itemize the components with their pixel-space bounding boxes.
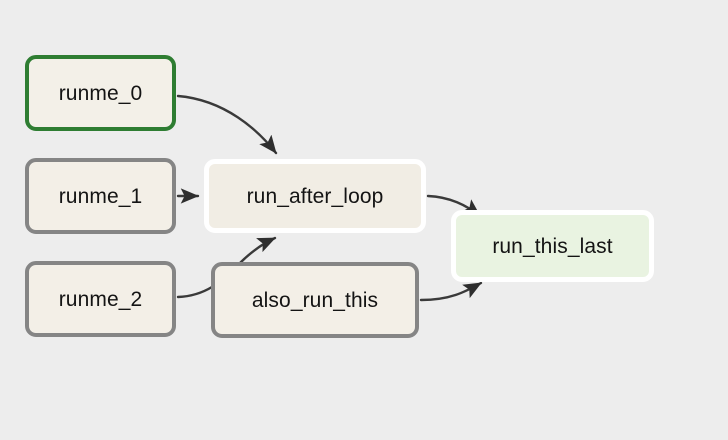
node-label-run_this_last: run_this_last (492, 234, 613, 258)
node-also_run_this[interactable]: also_run_this (211, 262, 419, 338)
node-runme_0[interactable]: runme_0 (25, 55, 176, 131)
edge-runme0-runafterloop (176, 94, 278, 155)
node-run_this_last[interactable]: run_this_last (451, 210, 654, 282)
node-label-also_run_this: also_run_this (251, 288, 379, 312)
node-run_after_loop[interactable]: run_after_loop (204, 159, 426, 233)
node-label-runme_2: runme_2 (58, 287, 143, 311)
node-label-runme_1: runme_1 (58, 184, 143, 208)
edge-alsorunthis-runthislast (419, 281, 483, 302)
node-label-run_after_loop: run_after_loop (246, 184, 384, 208)
node-runme_2[interactable]: runme_2 (25, 261, 176, 337)
node-label-runme_0: runme_0 (58, 81, 143, 105)
node-runme_1[interactable]: runme_1 (25, 158, 176, 234)
